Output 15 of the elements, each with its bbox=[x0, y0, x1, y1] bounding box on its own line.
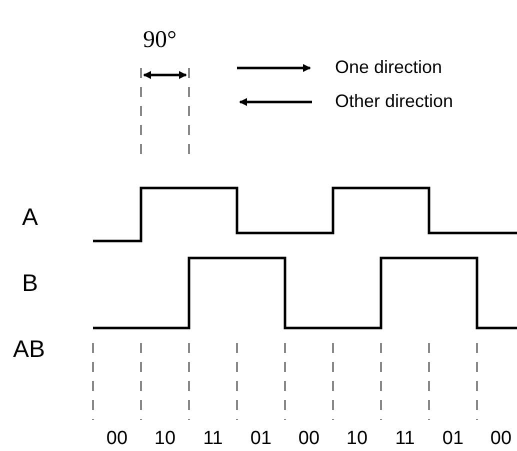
state-code: 01 bbox=[442, 429, 464, 448]
signal-name: A bbox=[22, 206, 38, 230]
legend-text: Other direction bbox=[335, 92, 454, 110]
signal-name: AB bbox=[13, 338, 46, 362]
angle-label: 90° bbox=[143, 28, 177, 52]
state-code: 00 bbox=[298, 429, 320, 448]
signal-name: B bbox=[22, 272, 38, 296]
state-code: 01 bbox=[250, 429, 272, 448]
state-code: 11 bbox=[395, 429, 415, 448]
state-code: 11 bbox=[203, 429, 223, 448]
state-code: 00 bbox=[490, 429, 512, 448]
state-code: 00 bbox=[106, 429, 128, 448]
state-code: 10 bbox=[154, 429, 176, 448]
legend-text: One direction bbox=[335, 58, 442, 76]
state-code: 10 bbox=[346, 429, 368, 448]
